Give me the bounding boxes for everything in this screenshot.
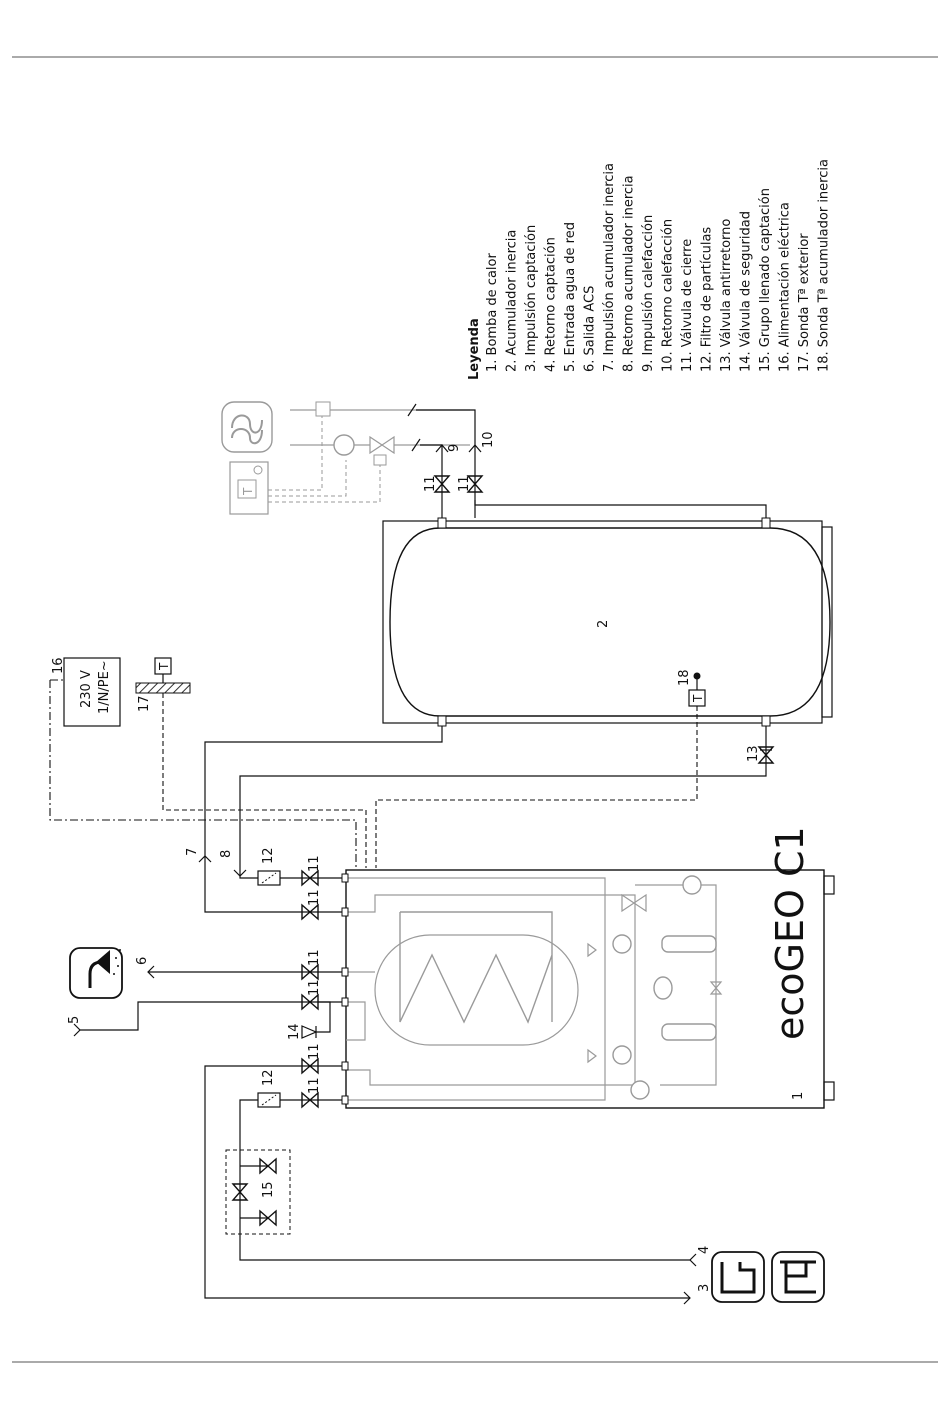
legend-item: 8. Retorno acumulador inercia xyxy=(622,175,637,372)
legend-item: 9. Impulsión calefacción xyxy=(641,215,656,372)
label-14: 14 xyxy=(287,1023,302,1040)
legend-item: 18. Sonda Tª acumulador inercia xyxy=(817,159,832,372)
dhw-coil xyxy=(399,911,553,1024)
label-5: 5 xyxy=(67,1016,82,1024)
label-8: 8 xyxy=(219,850,234,858)
outdoor-sensor-symbol: T xyxy=(157,662,171,671)
label-11-f: 11 xyxy=(307,979,322,996)
outdoor-sensor: T 17 xyxy=(135,657,698,868)
legend: Leyenda 1. Bomba de calor 2. Acumulador i… xyxy=(467,159,832,380)
label-11-b: 11 xyxy=(457,475,472,492)
pump-bottom-icon xyxy=(630,1080,650,1100)
legend-title: Leyenda xyxy=(467,318,482,380)
tank-number: 2 xyxy=(596,620,611,628)
label-4: 4 xyxy=(697,1246,712,1254)
compressor-icon xyxy=(653,976,673,1000)
legend-item: 11. Válvula de cierre xyxy=(680,239,695,372)
heat-exchanger-top xyxy=(661,935,717,953)
inertia-tank: 2 T 18 xyxy=(382,517,833,727)
label-9: 9 xyxy=(447,444,462,452)
filling-group xyxy=(225,1149,291,1235)
dhw-piping: 6 5 11 11 14 xyxy=(67,947,342,1040)
heating-pump-icon xyxy=(333,434,355,456)
legend-item: 16. Alimentación eléctrica xyxy=(778,202,793,372)
pump-top-icon xyxy=(682,875,702,895)
shower-icon xyxy=(69,947,123,999)
radiator-icon xyxy=(221,401,273,453)
legend-item: 14. Válvula de seguridad xyxy=(739,211,754,372)
label-11-h: 11 xyxy=(307,1077,322,1094)
power-number: 16 xyxy=(51,657,66,674)
heating-circuit: T 11 11 9 10 xyxy=(221,401,767,518)
ground-loop-piping: 15 3 4 12 11 11 xyxy=(204,1043,825,1305)
legend-item: 12. Filtro de partículas xyxy=(700,227,715,372)
legend-item: 1. Bomba de calor xyxy=(485,253,500,372)
thermostat-box xyxy=(229,461,269,515)
label-10: 10 xyxy=(481,431,496,448)
power-line1: 230 V xyxy=(79,670,94,708)
legend-item: 2. Acumulador inercia xyxy=(505,230,520,372)
label-12-bottom: 12 xyxy=(261,1069,276,1086)
legend-item: 17. Sonda Tª exterior xyxy=(797,233,812,372)
legend-item: 5. Entrada agua de red xyxy=(563,222,578,372)
three-way-valve-icon xyxy=(621,893,647,913)
expansion-vessel-top-icon xyxy=(612,934,632,954)
label-7: 7 xyxy=(185,848,200,856)
power-line2: 1/N/PE~ xyxy=(97,660,112,714)
label-11-a: 11 xyxy=(423,475,438,492)
unit-model-label: ecoGEO C1 xyxy=(768,826,812,1040)
label-11-c: 11 xyxy=(307,855,322,872)
heat-exchanger-bottom xyxy=(661,1023,717,1041)
label-11-e: 11 xyxy=(307,949,322,966)
legend-item: 15. Grupo llenado captación xyxy=(758,188,773,372)
label-13: 13 xyxy=(746,745,761,762)
label-12-top: 12 xyxy=(261,847,276,864)
expansion-vessel-bottom-icon xyxy=(612,1045,632,1065)
label-3: 3 xyxy=(697,1284,712,1292)
legend-item: 7. Impulsión acumulador inercia xyxy=(602,163,617,372)
tank-sensor-number: 18 xyxy=(677,669,692,686)
label-11-d: 11 xyxy=(307,889,322,906)
label-6: 6 xyxy=(135,957,150,965)
internal-dhw-tank xyxy=(374,934,579,1046)
legend-item: 13. Válvula antirretorno xyxy=(719,219,734,372)
legend-item: 4. Retorno captación xyxy=(544,237,559,372)
filling-group-number: 15 xyxy=(261,1181,276,1198)
room-sensor-symbol: T xyxy=(241,487,255,496)
tank-sensor-symbol: T xyxy=(691,694,705,703)
legend-item: 3. Impulsión captación xyxy=(524,225,539,372)
legend-item: 6. Salida ACS xyxy=(583,286,598,372)
heat-pump-unit: ecoGEO C1 1 xyxy=(341,826,835,1109)
unit-number: 1 xyxy=(791,1092,806,1100)
power-supply: 230 V 1/N/PE~ 16 xyxy=(49,657,357,868)
ground-loop-icon xyxy=(711,1251,765,1303)
legend-item: 10. Retorno calefacción xyxy=(661,219,676,372)
label-11-g: 11 xyxy=(307,1043,322,1060)
outdoor-sensor-number: 17 xyxy=(137,695,152,712)
tank-piping: 7 8 12 11 11 13 xyxy=(185,726,774,920)
